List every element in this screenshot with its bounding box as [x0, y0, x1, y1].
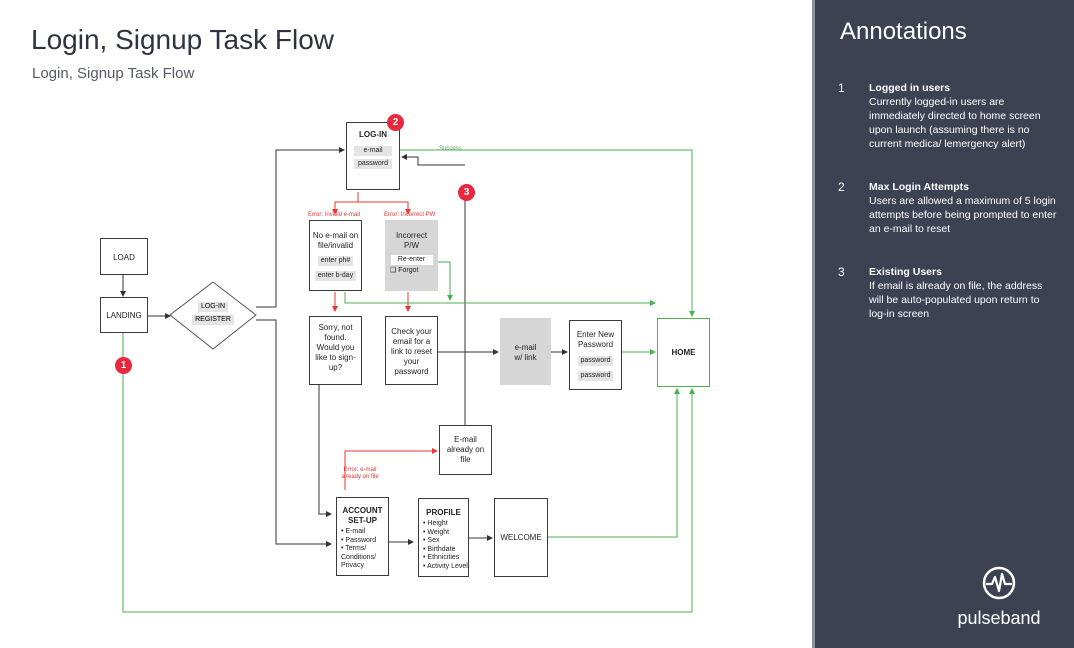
- reenter-button: Re-enter: [390, 255, 433, 265]
- enter-phone-field: enter ph#: [317, 256, 354, 266]
- annotations-title: Annotations: [840, 18, 967, 45]
- error-email-on-file-label: Error: e-mail already on file: [340, 467, 380, 481]
- new-password-field-2: password: [577, 371, 614, 381]
- annotation-number: 1: [838, 81, 845, 95]
- annotation-text: If email is already on file, the address…: [869, 280, 1043, 320]
- profile-item: • Ethnicities: [423, 554, 460, 561]
- annotation-text: Users are allowed a maximum of 5 login a…: [869, 195, 1057, 235]
- login-title: LOG-IN: [359, 130, 387, 139]
- error-incorrect-pw-label: Error: Incorrect PW: [384, 212, 436, 218]
- account-setup-item: • Terms/ Conditions/ Privacy: [341, 545, 377, 569]
- account-setup-node: ACCOUNT SET-UP • E-mail • Password • Ter…: [336, 497, 389, 576]
- annotation-number: 3: [838, 265, 845, 279]
- no-email-node: No e-mail on file/invalid enter ph# ente…: [309, 220, 362, 291]
- home-label: HOME: [671, 348, 696, 357]
- profile-list: • Height • Weight • Sex • Birthdate • Et…: [419, 520, 468, 571]
- email-on-file-node: E-mail already on file: [439, 425, 492, 475]
- brand-logo: pulseband: [949, 565, 1049, 629]
- annotation-heading: Max Login Attempts: [869, 181, 969, 193]
- new-password-field-1: password: [577, 356, 614, 366]
- annotation-heading: Existing Users: [869, 266, 942, 278]
- incorrect-pw-node: Incorrect P/W Re-enter ❑ Forgot: [385, 220, 438, 291]
- load-label: LOAD: [113, 253, 135, 262]
- profile-node: PROFILE • Height • Weight • Sex • Birthd…: [418, 498, 469, 577]
- sorry-text: Sorry, not found. Would you like to sign…: [315, 323, 356, 372]
- badge-2: 2: [387, 114, 404, 131]
- decision-register: REGISTER: [192, 315, 234, 325]
- landing-label: LANDING: [106, 311, 142, 320]
- welcome-label: WELCOME: [500, 533, 542, 542]
- page-subtitle: Login, Signup Task Flow: [32, 65, 195, 82]
- account-setup-item: • Password: [341, 536, 377, 544]
- incorrect-pw-text: Incorrect P/W: [395, 231, 428, 250]
- decision-node: LOG-IN REGISTER: [186, 302, 240, 325]
- landing-node: LANDING: [100, 297, 148, 333]
- profile-item: • Height: [423, 520, 448, 527]
- annotation-1: 1 Logged in users Currently logged-in us…: [838, 81, 1058, 151]
- email-link-node: e-mail w/ link: [500, 318, 551, 385]
- annotation-number: 2: [838, 180, 845, 194]
- pulse-logo-icon: [982, 566, 1016, 600]
- sorry-node: Sorry, not found. Would you like to sign…: [309, 316, 362, 385]
- login-email-field: e-mail: [354, 146, 392, 156]
- annotation-3: 3 Existing Users If email is already on …: [838, 265, 1058, 321]
- enter-bday-field: enter b-day: [314, 271, 357, 281]
- profile-title: PROFILE: [426, 508, 461, 517]
- login-node: LOG-IN e-mail password: [346, 122, 400, 190]
- check-email-node: Check your email for a link to reset you…: [385, 316, 438, 385]
- email-on-file-text: E-mail already on file: [446, 435, 485, 464]
- check-email-text: Check your email for a link to reset you…: [391, 327, 432, 376]
- no-email-text: No e-mail on file/invalid: [312, 231, 359, 250]
- account-setup-list: • E-mail • Password • Terms/ Conditions/…: [337, 528, 388, 571]
- error-invalid-email-label: Error: Invalid e-mail: [308, 212, 361, 218]
- email-link-text: e-mail w/ link: [514, 343, 537, 362]
- page-title: Login, Signup Task Flow: [31, 24, 334, 55]
- success-label: Success: [439, 146, 462, 152]
- annotation-2: 2 Max Login Attempts Users are allowed a…: [838, 180, 1058, 236]
- brand-name: pulseband: [957, 608, 1041, 628]
- profile-item: • Activity Level: [423, 562, 468, 570]
- new-password-node: Enter New Password password password: [569, 320, 622, 390]
- login-password-field: password: [354, 159, 392, 169]
- account-setup-item: • E-mail: [341, 528, 366, 535]
- welcome-node: WELCOME: [494, 498, 548, 577]
- account-setup-title: ACCOUNT SET-UP: [342, 506, 383, 525]
- profile-item: • Birthdate: [423, 545, 456, 553]
- badge-1: 1: [115, 357, 132, 374]
- forgot-checkbox: ❑ Forgot: [390, 267, 419, 274]
- profile-item: • Weight: [423, 528, 450, 536]
- error-email-on-file-text: Error: e-mail already on file: [341, 467, 379, 480]
- home-node: HOME: [657, 318, 710, 387]
- annotations-panel: Annotations 1 Logged in users Currently …: [812, 0, 1074, 648]
- profile-item: • Sex: [423, 537, 440, 544]
- badge-3: 3: [458, 184, 475, 201]
- annotation-text: Currently logged-in users are immediatel…: [869, 96, 1041, 150]
- annotation-heading: Logged in users: [869, 82, 951, 94]
- load-node: LOAD: [100, 238, 148, 275]
- decision-login: LOG-IN: [197, 302, 229, 312]
- new-password-text: Enter New Password: [576, 330, 615, 349]
